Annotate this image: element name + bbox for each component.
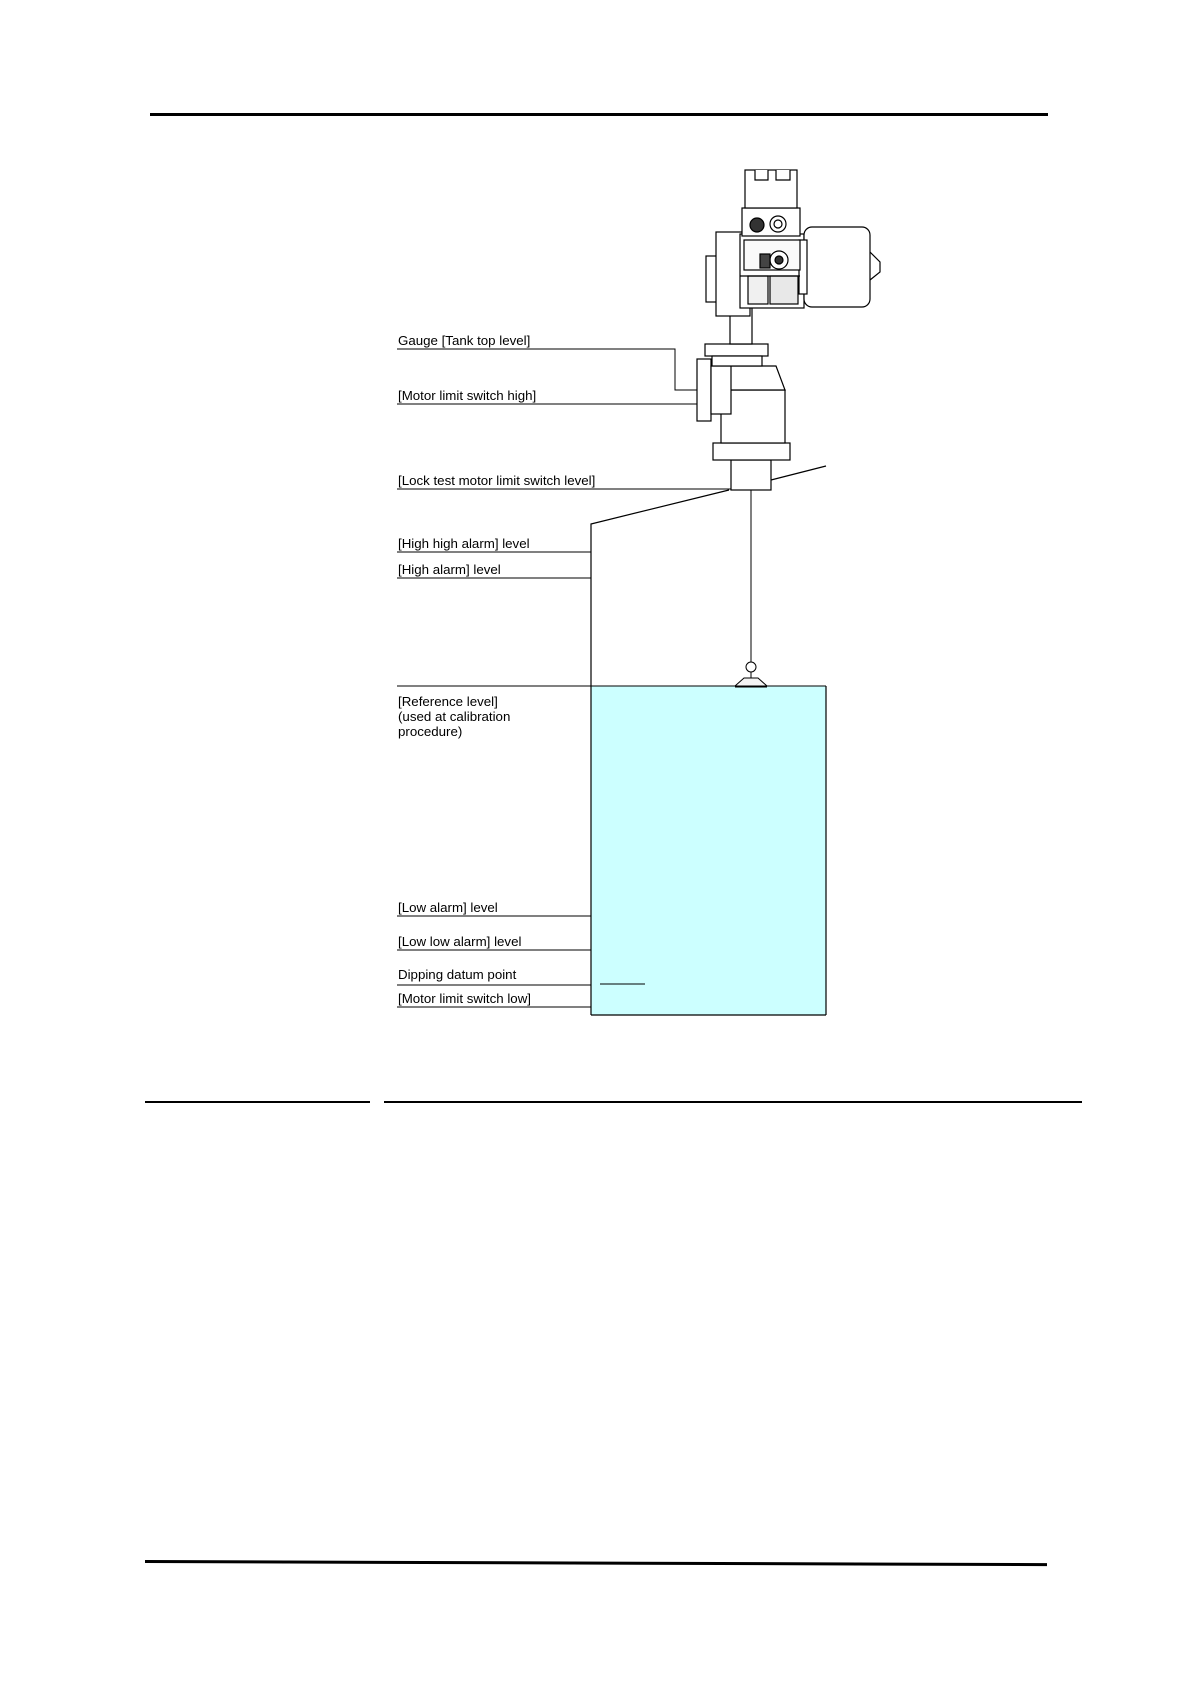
leader-gauge-tank-top — [397, 349, 712, 390]
label-high-high-alarm: [High high alarm] level — [398, 536, 530, 551]
section-rule-left — [145, 1101, 370, 1103]
gauge-instrument — [697, 170, 880, 490]
label-motor-limit-switch-high: [Motor limit switch high] — [398, 388, 536, 403]
displacer-icon — [735, 678, 767, 686]
label-dipping-datum-point: Dipping datum point — [398, 967, 516, 982]
label-motor-limit-switch-low: [Motor limit switch low] — [398, 991, 531, 1006]
label-reference-note-line1: (used at calibration — [398, 709, 510, 724]
tank-liquid — [591, 686, 826, 1015]
label-high-alarm: [High alarm] level — [398, 562, 501, 577]
label-low-low-alarm: [Low low alarm] level — [398, 934, 521, 949]
label-reference-note-line2: procedure) — [398, 724, 462, 739]
label-low-alarm: [Low alarm] level — [398, 900, 498, 915]
label-gauge-tank-top: Gauge [Tank top level] — [398, 333, 530, 348]
label-lock-test-motor-limit: [Lock test motor limit switch level] — [398, 473, 595, 488]
label-reference-level: [Reference level] — [398, 694, 498, 709]
section-rule-right — [384, 1101, 1082, 1103]
